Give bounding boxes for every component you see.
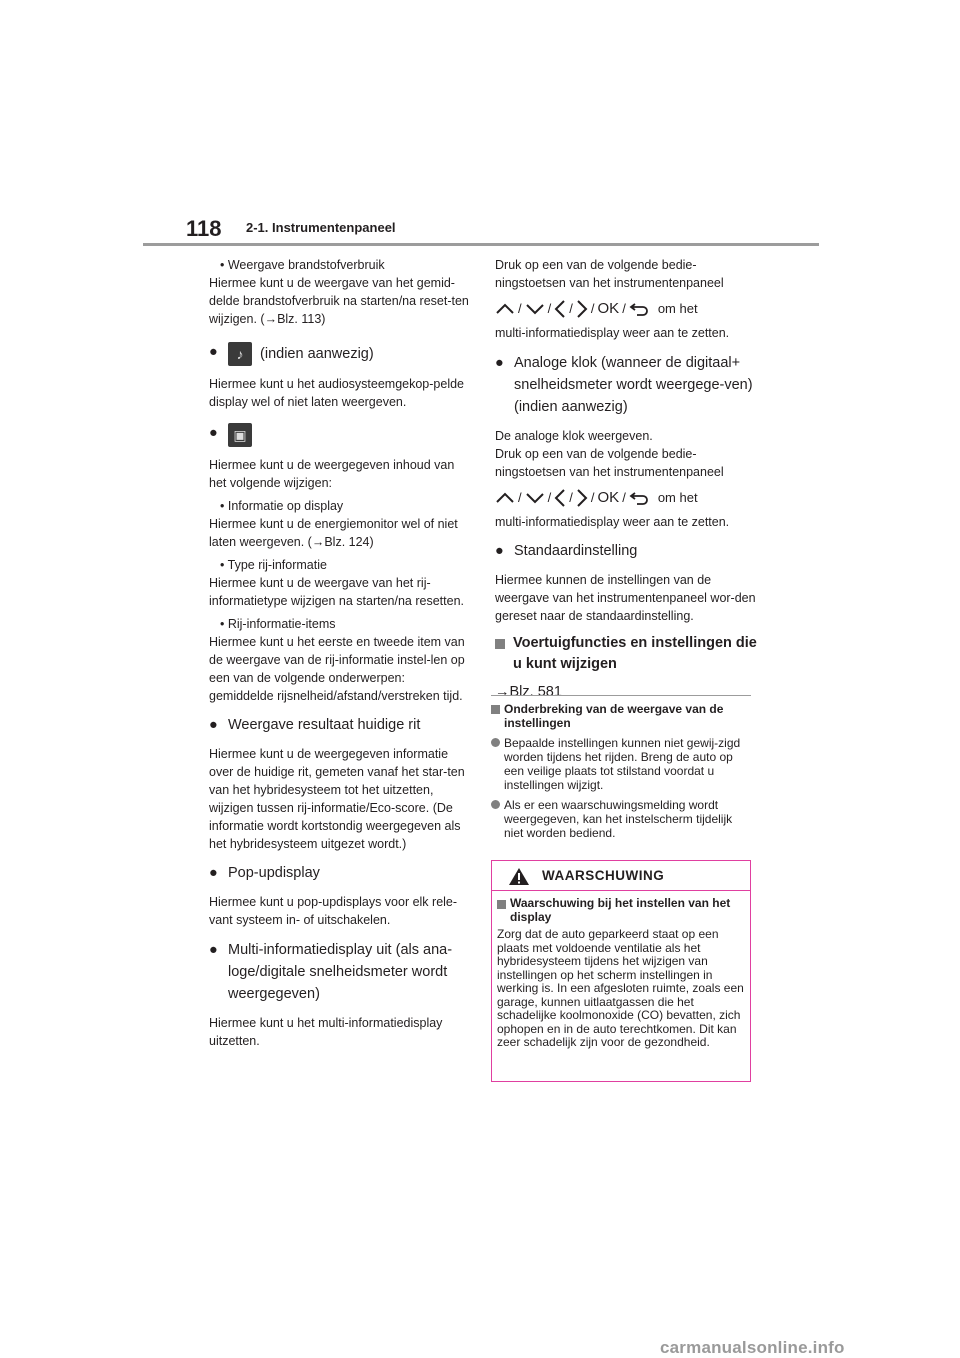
warning-text: Zorg dat de auto geparkeerd staat op een… xyxy=(497,927,744,1049)
header-rule xyxy=(143,243,819,246)
bullet-drive-info-type: • Type rij-informatie xyxy=(220,558,327,572)
warning-body: Waarschuwing bij het instellen van het d… xyxy=(492,891,750,1050)
standard-text: Hiermee kunnen de instellingen van de we… xyxy=(495,573,756,623)
popup-item: ●Pop-updisplay xyxy=(209,865,320,881)
reset-text-2: multi-informatiedisplay weer aan te zett… xyxy=(495,515,730,529)
music-note-icon: ♪ xyxy=(228,342,252,366)
warning-header: WAARSCHUWING xyxy=(492,861,750,891)
note-item: Bepaalde instellingen kunnen niet gewij-… xyxy=(491,736,751,792)
warning-title: WAARSCHUWING xyxy=(542,868,665,883)
functions-reference: →Blz. 581 xyxy=(495,684,562,700)
left-arrow-icon xyxy=(554,489,565,507)
bullet-fuel: • Weergave brandstofverbruik xyxy=(220,258,385,272)
mid-off-item: ●Multi-informatiedisplay uit (als ana-lo… xyxy=(209,942,453,1002)
warning-triangle-icon xyxy=(509,868,529,885)
standard-item: ●Standaardinstelling xyxy=(495,543,638,559)
intro-text-2: Druk op een van de volgende bedie-ningst… xyxy=(495,447,724,479)
trip-item: ●Weergave resultaat huidige rit xyxy=(209,717,421,733)
mid-off-text: Hiermee kunt u het multi-informatiedispl… xyxy=(209,1016,443,1048)
reset-text-1: multi-informatiedisplay weer aan te zett… xyxy=(495,326,730,340)
info-item: ● ▣ xyxy=(209,423,471,447)
intro-text-1: Druk op een van de volgende bedie-ningst… xyxy=(495,258,724,290)
ok-label: OK xyxy=(597,489,620,506)
button-icons-row-1: / / / / OK / om het xyxy=(495,298,757,320)
trip-text: Hiermee kunt u de weergegeven informatie… xyxy=(209,747,465,851)
left-column: • Weergave brandstofverbruik Hiermee kun… xyxy=(209,256,471,1050)
audio-item: ● ♪ (indien aanwezig) xyxy=(209,342,471,366)
drive-info-items-text: Hiermee kunt u het eerste en tweede item… xyxy=(209,635,465,703)
bullet-drive-info-items: • Rij-informatie-items xyxy=(220,617,336,631)
section-title: 2-1. Instrumentenpaneel xyxy=(246,220,396,235)
up-arrow-icon xyxy=(496,303,514,314)
button-icons-row-2: / / / / OK / om het xyxy=(495,487,757,509)
note-item: Als er een waarschuwingsmelding wordt we… xyxy=(491,798,751,840)
drive-info-type-text: Hiermee kunt u de weergave van het rij-i… xyxy=(209,576,464,608)
warning-heading: Waarschuwing bij het instellen van het d… xyxy=(497,896,745,924)
up-arrow-icon xyxy=(496,492,514,503)
fuel-text: Hiermee kunt u de weergave van het gemid… xyxy=(209,276,469,326)
back-arrow-icon xyxy=(629,303,648,316)
clock-text: De analoge klok weergeven. xyxy=(495,429,653,443)
info-text: Hiermee kunt u de weergegeven inhoud van… xyxy=(209,458,455,490)
back-arrow-icon xyxy=(629,492,648,505)
popup-text: Hiermee kunt u pop-updisplays voor elk r… xyxy=(209,895,458,927)
left-arrow-icon xyxy=(554,300,565,318)
down-arrow-icon xyxy=(525,493,544,504)
notes-section: Onderbreking van de weergave van de inst… xyxy=(491,695,751,840)
audio-text: Hiermee kunt u het audiosysteemgekop-pel… xyxy=(209,377,465,409)
warning-box: WAARSCHUWING Waarschuwing bij het instel… xyxy=(491,860,751,1082)
footer-watermark: carmanualsonline.info xyxy=(660,1338,845,1357)
page-number: 118 xyxy=(186,216,222,241)
bullet-display-info: • Informatie op display xyxy=(220,499,344,513)
right-arrow-icon xyxy=(577,300,588,318)
right-arrow-icon xyxy=(577,489,588,507)
right-column: Druk op een van de volgende bedie-ningst… xyxy=(495,256,757,701)
clock-item: ●Analoge klok (wanneer de digitaal+ snel… xyxy=(495,355,753,415)
display-info-text: Hiermee kunt u de energiemonitor wel of … xyxy=(209,517,458,549)
functions-heading: Voertuigfuncties en instellingen die u k… xyxy=(495,633,757,675)
car-settings-icon: ▣ xyxy=(228,423,252,447)
ok-label: OK xyxy=(597,300,620,317)
down-arrow-icon xyxy=(525,304,544,315)
notes-heading: Onderbreking van de weergave van de inst… xyxy=(491,702,751,730)
